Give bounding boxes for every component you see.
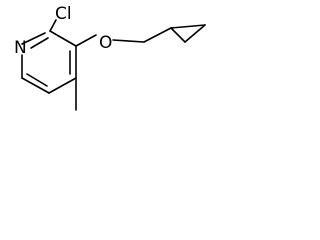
bond-cp-a: [170, 27, 186, 43]
structure-diagram: N Cl O: [0, 0, 223, 151]
bond-c5-c6: [21, 77, 50, 94]
bond-c2-n-inner: [30, 37, 49, 49]
atom-label-oxygen: O: [99, 33, 112, 53]
bond-c2-c3: [49, 30, 77, 47]
bond-c2-cl: [49, 19, 57, 32]
bond-cp-b: [184, 24, 206, 43]
pyridine-ring: [21, 30, 77, 94]
molecule-svg: N Cl O: [14, 4, 206, 111]
cyclopropyl-ring: [170, 24, 206, 43]
bond-n1-c2: [21, 32, 46, 45]
bond-c3-o: [75, 34, 97, 47]
bond-c4-c5: [48, 77, 77, 94]
bond-c5-c6-inner: [26, 73, 48, 87]
atom-label-chlorine: Cl: [55, 4, 72, 24]
bond-cp-c: [170, 24, 206, 29]
atom-label-nitrogen: N: [14, 38, 27, 58]
substituents: [49, 19, 172, 111]
bond-o-ch2: [112, 39, 145, 43]
bond-ch2-cp: [143, 27, 172, 43]
